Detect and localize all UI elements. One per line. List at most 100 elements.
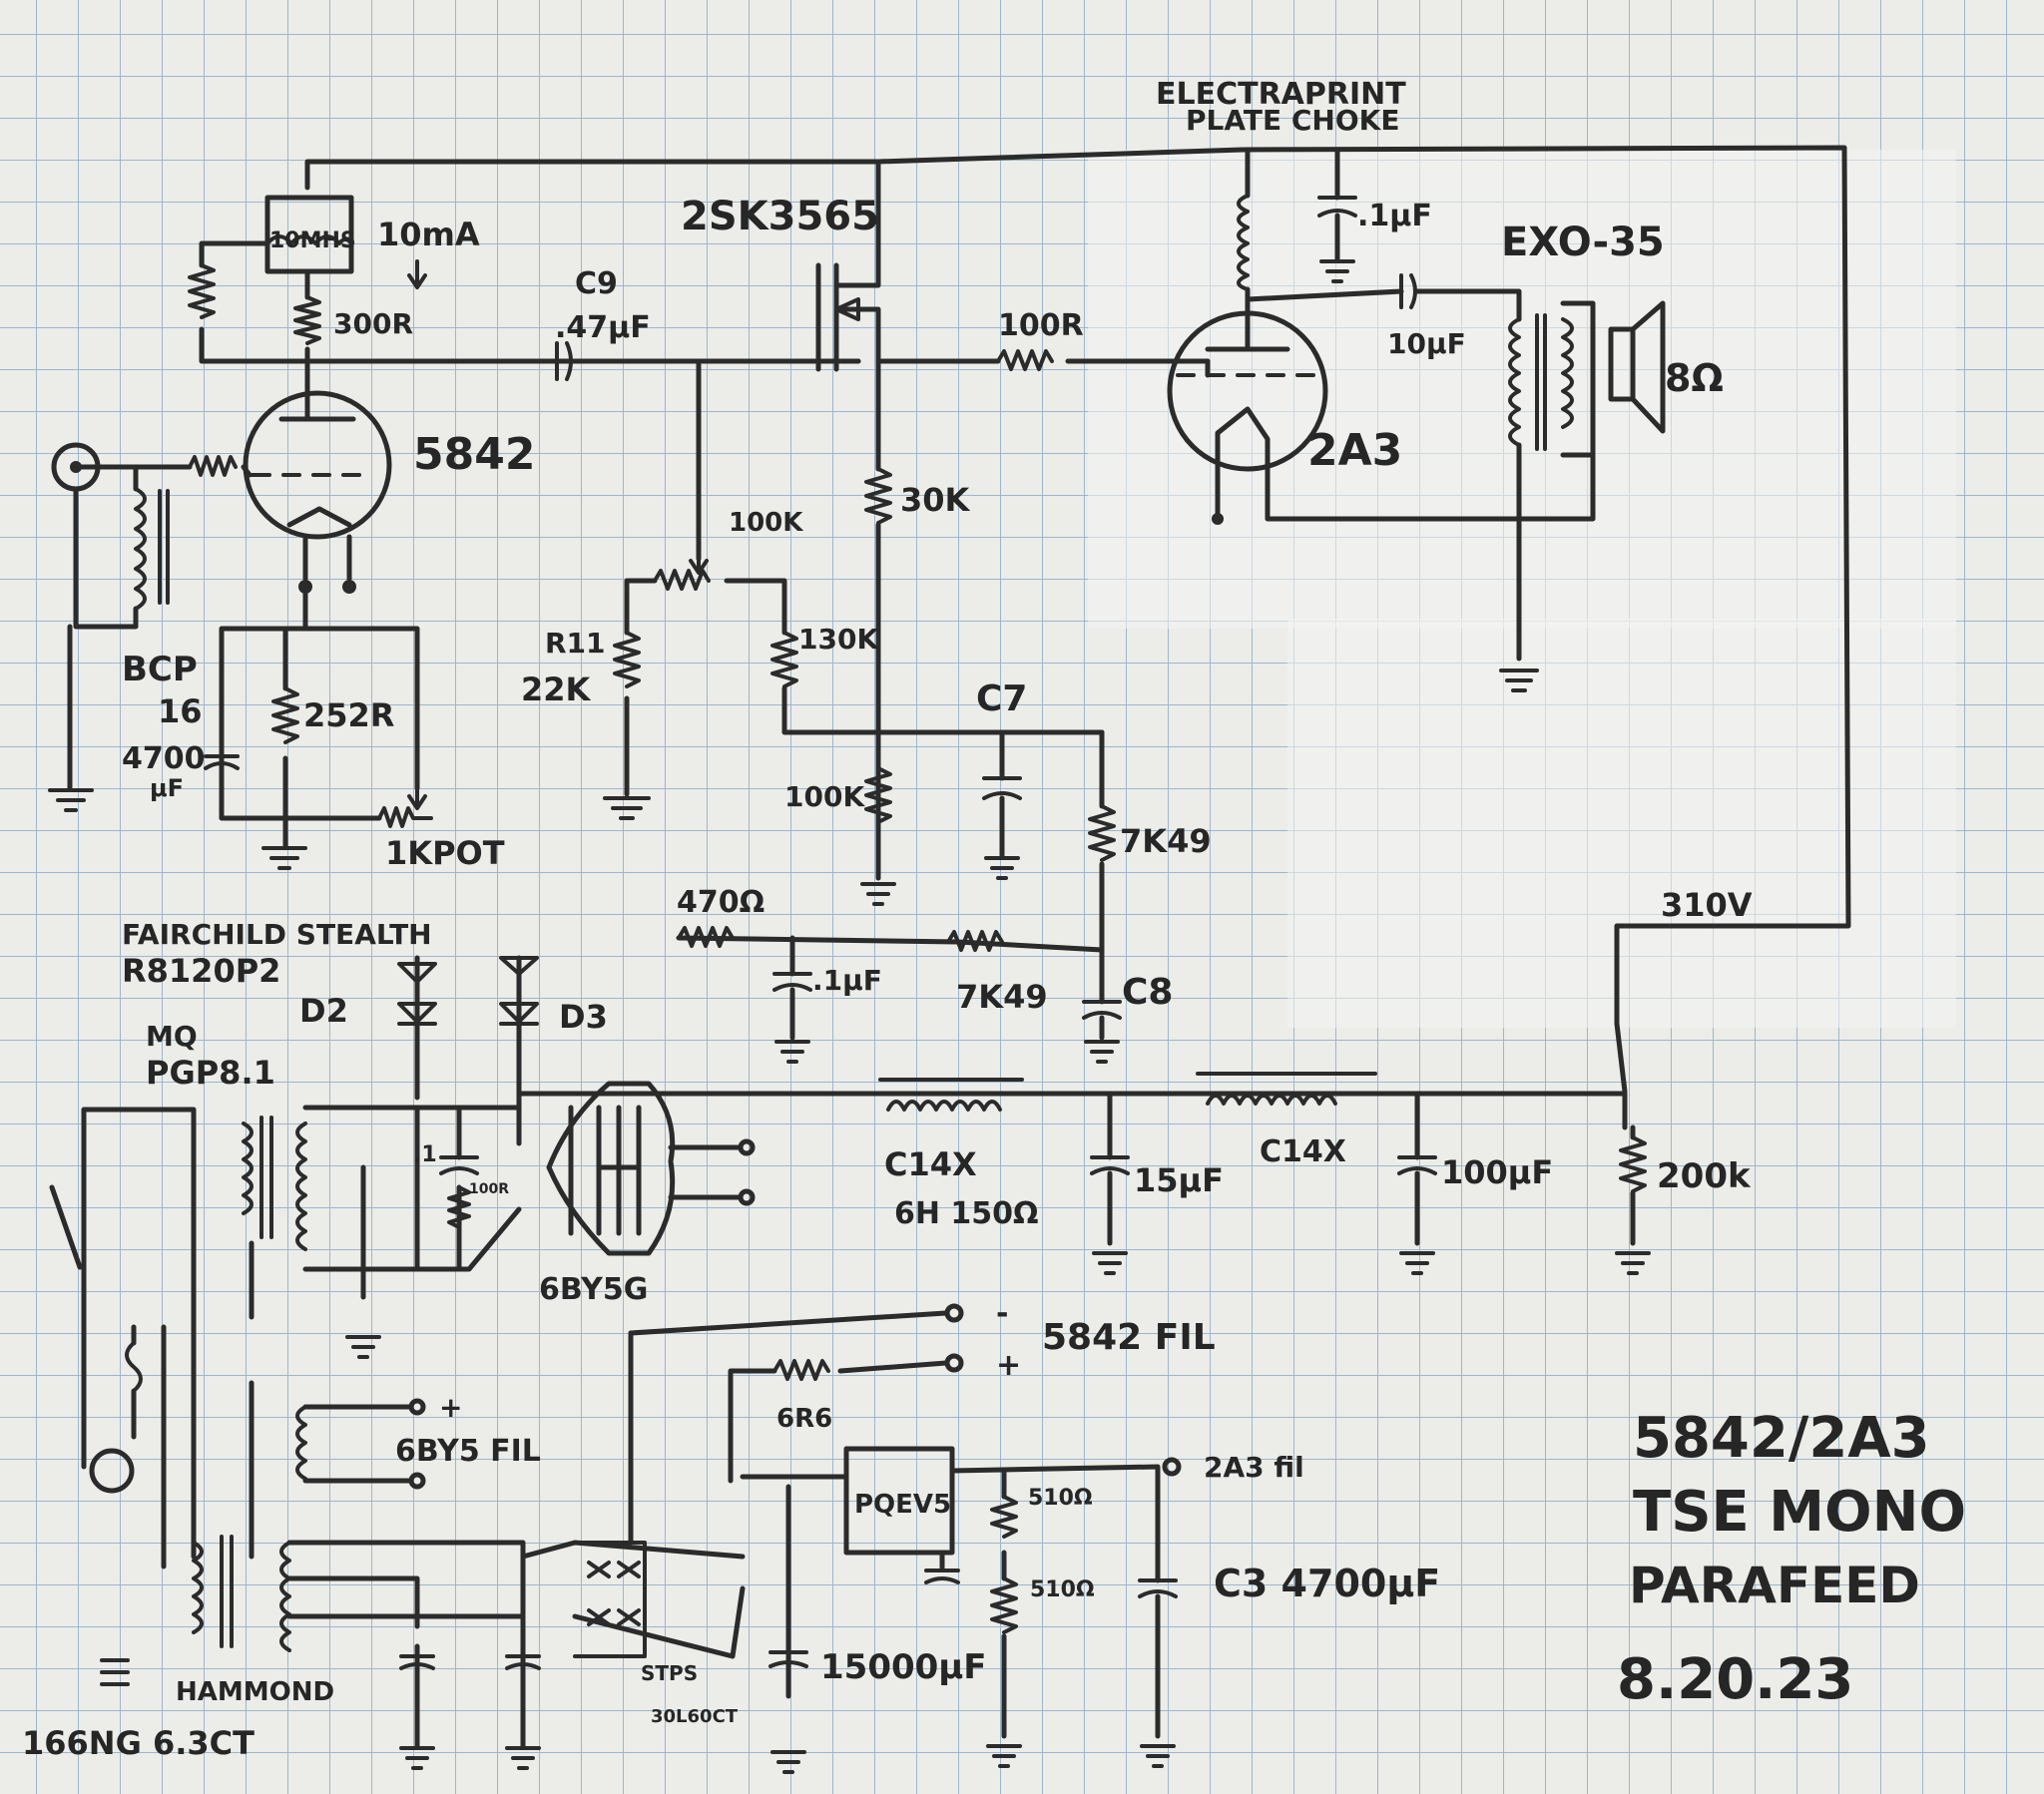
label-cap-15000: 15000μF	[820, 1647, 987, 1687]
label-snubber-r: 100R	[469, 1181, 509, 1197]
label-b-plus: 310V	[1661, 886, 1753, 924]
pgp-fil-secondary	[295, 1405, 307, 1481]
diode-d3	[499, 956, 539, 1026]
label-fil-6by5: 6BY5 FIL	[395, 1434, 541, 1469]
cap-reg	[924, 1569, 960, 1584]
regulator-wire	[785, 1464, 1161, 1739]
bridge-rect	[573, 1541, 647, 1658]
label-bridge-part2: 30L60CT	[651, 1706, 739, 1727]
filter-line	[516, 1091, 1628, 1130]
ground-symbol	[1615, 1251, 1651, 1275]
cathode-cap	[204, 754, 240, 770]
input-xfmr-coil	[134, 487, 147, 611]
label-fil-5842: 5842 FIL	[1042, 1317, 1216, 1358]
fil-supply-wire	[286, 1540, 746, 1749]
label-cathode-cap-unit: μF	[150, 774, 184, 802]
label-diode-part: R8120P2	[122, 952, 280, 990]
ccs-bypass-wire	[199, 240, 861, 364]
label-bcp: BCP	[122, 650, 198, 689]
label-7k49-a: 7K49	[1120, 822, 1212, 860]
pin	[342, 580, 356, 594]
resistor-470	[677, 926, 735, 948]
label-choke-brand: ELECTRAPRINT	[1156, 77, 1406, 112]
tube-5842	[243, 390, 392, 540]
pgp-primary	[242, 1121, 254, 1215]
coupling-cap	[1399, 273, 1417, 309]
pgp-secondary	[295, 1121, 307, 1251]
terminal	[944, 1353, 964, 1373]
pgp-core	[259, 1116, 273, 1239]
bridge-diodes	[587, 1561, 641, 1626]
choke-1-coil	[878, 1078, 1024, 1112]
terminal	[1162, 1457, 1182, 1477]
chassis-ground	[100, 1658, 130, 1686]
b-plus-rail	[304, 145, 1851, 1095]
label-choke-1: C14X	[884, 1145, 977, 1183]
ground-symbol	[1092, 1251, 1128, 1275]
mains-lamp-wire	[131, 1324, 167, 1570]
input-xfmr-wire	[67, 464, 139, 791]
fuse	[125, 1341, 143, 1393]
label-130k: 130K	[798, 623, 879, 656]
resistor-130k	[770, 631, 798, 688]
tube-2a3-wire	[1205, 358, 1530, 522]
ground-symbol	[774, 1040, 810, 1064]
tube-2a3-filament	[1215, 406, 1271, 472]
resistor-100r	[996, 349, 1054, 371]
label-speaker: 8Ω	[1665, 356, 1724, 400]
ground-symbol	[1399, 1251, 1435, 1275]
label-tube-2a3: 2A3	[1307, 425, 1402, 476]
cap-c3	[1138, 1578, 1178, 1598]
title-line-1: 5842/2A3	[1633, 1406, 1930, 1471]
label-cap-100: 100μF	[1441, 1153, 1553, 1191]
label-mosfet: 2SK3565	[681, 194, 879, 239]
rc-line	[676, 935, 1105, 1005]
tube-2a3	[1167, 310, 1328, 472]
label-choke-2: C14X	[1260, 1134, 1346, 1169]
label-mq: MQ	[146, 1020, 198, 1053]
terminal	[738, 1138, 756, 1156]
cap-100	[1397, 1155, 1437, 1175]
resistor-252r	[271, 686, 299, 744]
hammond-primary	[192, 1541, 204, 1634]
choke-2-coil	[1196, 1072, 1377, 1106]
title-line-2: TSE MONO	[1633, 1480, 1966, 1545]
c9-cap	[555, 341, 573, 381]
ground-symbol	[399, 1746, 435, 1770]
label-30k: 30K	[900, 481, 971, 519]
secondary-loop	[302, 1105, 522, 1300]
label-ccs-current: 10mA	[377, 216, 480, 253]
label-mq-part: PGP8.1	[146, 1054, 275, 1092]
label-6r6: 6R6	[776, 1404, 832, 1434]
resistor-100k-b	[864, 766, 892, 824]
paper-patch-output	[1088, 150, 1956, 629]
cap-fil-b	[505, 1654, 541, 1670]
regulator-box	[843, 1446, 955, 1556]
snubber-resistor	[447, 1185, 471, 1229]
cap-01	[772, 972, 812, 992]
resistor-510-b	[990, 1576, 1018, 1634]
label-minus: -	[996, 1296, 1008, 1331]
lower-wire	[875, 729, 1105, 961]
label-group: ELECTRAPRINT PLATE CHOKE 2SK3565 10MHS 1…	[22, 77, 1966, 1762]
label-rectifier: 6BY5G	[539, 1272, 648, 1307]
ground-symbol	[48, 788, 94, 812]
choke-wire	[1245, 147, 1340, 332]
label-cap-01: .1μF	[812, 964, 882, 997]
pot-100k	[653, 547, 711, 591]
ccs-box	[264, 195, 354, 274]
label-100r: 100R	[998, 308, 1084, 343]
label-100k-b: 100K	[784, 780, 865, 813]
label-510-b: 510Ω	[1030, 1577, 1095, 1602]
ground-symbol	[984, 856, 1020, 880]
label-510-a: 510Ω	[1028, 1486, 1093, 1511]
output-xfmr-primary	[1508, 317, 1521, 447]
cathode-wire	[219, 584, 420, 849]
resistor-200k	[1619, 1135, 1647, 1193]
label-bridge-part: STPS	[641, 1661, 698, 1685]
output-xfmr-core	[1535, 313, 1547, 451]
output-xfmr-secondary	[1561, 317, 1574, 429]
resistor-6r6	[772, 1359, 830, 1381]
label-plus-6by5: +	[439, 1391, 462, 1424]
terminal	[944, 1303, 964, 1323]
